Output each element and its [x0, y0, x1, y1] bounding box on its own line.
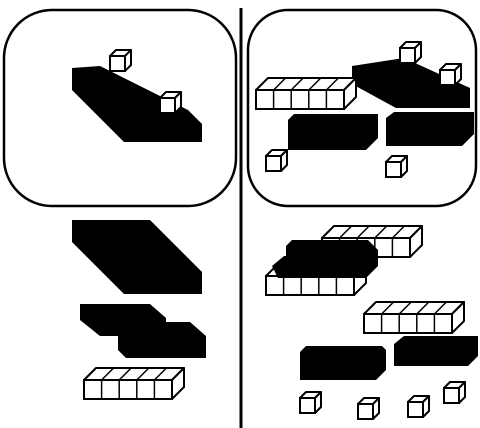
left-pieces [72, 220, 206, 399]
right-pieces [266, 226, 478, 419]
